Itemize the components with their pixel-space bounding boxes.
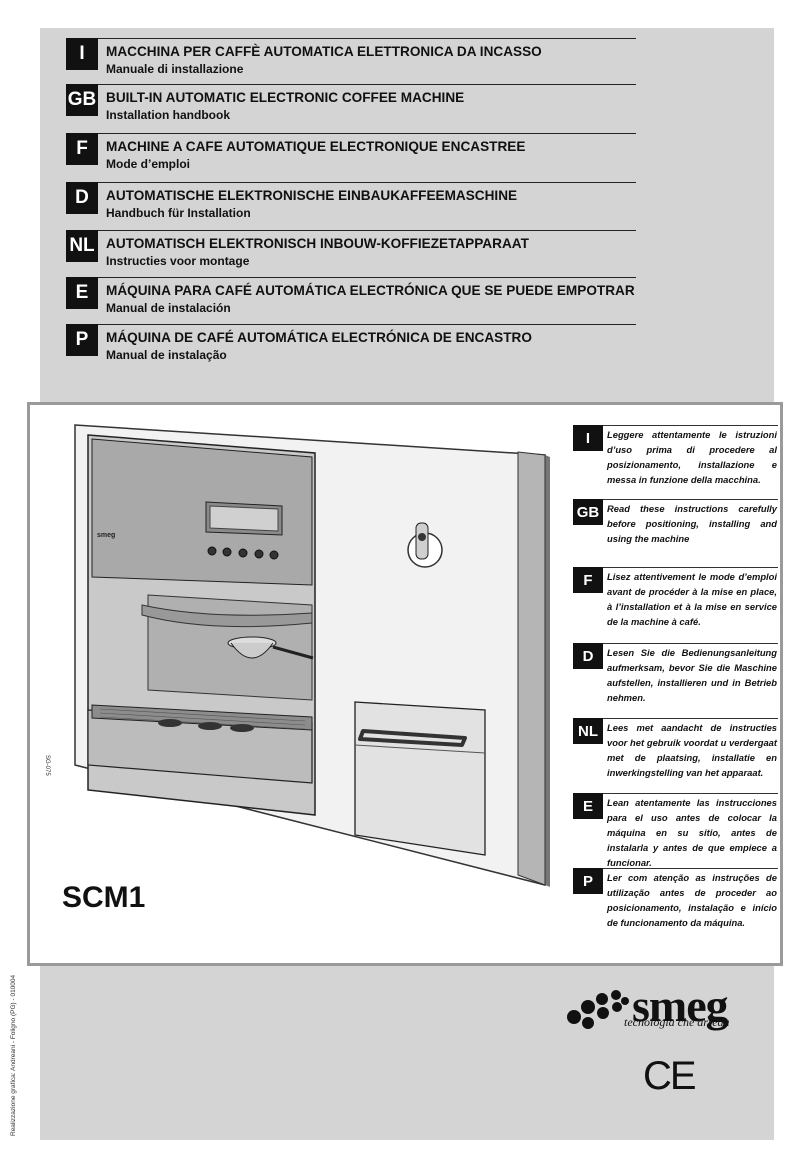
divider [603,793,778,794]
logo-dots-icon [567,990,629,1029]
lang-badge: GB [66,84,98,116]
smeg-logo: smeg tecnologia che arreda [562,980,772,1035]
divider [603,499,778,500]
lang-title: MACHINE A CAFE AUTOMATIQUE ELECTRONIQUE … [106,139,526,154]
instruction-text: Lees met aandacht de instructies voor he… [607,722,777,778]
instruction-text: Leggere attentamente le istruzioni d’uso… [607,429,777,485]
lang-badge: NL [66,230,98,262]
print-credit: Realizzazione grafica: Andreani - Folign… [10,974,17,1136]
lang-badge: F [573,567,603,593]
lang-badge: D [66,182,98,214]
lang-subtitle: Installation handbook [106,108,231,122]
lang-subtitle: Mode d’emploi [106,157,190,171]
ce-mark: CE [643,1054,697,1098]
divider [603,425,778,426]
divider [98,182,636,183]
coffee-machine-illustration: smeg [74,424,550,887]
drawing-code: SG-075 [44,755,50,776]
instruction-text: Lisez attentivement le mode d’emploi ava… [607,571,777,627]
instruction-text: Lean atentamente las instrucciones para … [607,797,777,868]
lang-badge: E [66,277,98,309]
lang-badge: NL [573,718,603,744]
lang-title: MÁQUINA DE CAFÉ AUTOMÁTICA ELECTRÓNICA D… [106,330,532,345]
lang-badge: F [66,133,98,165]
lang-subtitle: Manuale di installazione [106,62,244,76]
divider [603,718,778,719]
lang-title: AUTOMATISCH ELEKTRONISCH INBOUW-KOFFIEZE… [106,236,529,251]
instruction-text: Lesen Sie die Bedienungsanleitung aufmer… [607,647,777,703]
divider [98,277,636,278]
logo-tagline: tecnologia che arreda [624,1015,730,1029]
machine-brand-label: smeg [97,532,115,539]
lang-subtitle: Manual de instalação [106,348,227,362]
lang-subtitle: Manual de instalación [106,301,231,315]
lang-title: AUTOMATISCHE ELEKTRONISCHE EINBAUKAFFEEM… [106,188,518,203]
lang-badge: P [66,324,98,356]
divider [98,133,636,134]
lang-badge: P [573,868,603,894]
divider [98,84,636,85]
model-name: SCM1 [62,881,146,914]
lang-subtitle: Instructies voor montage [106,254,250,268]
illustration-panel: smeg SG-075 SCM1 I Leggere attentamen [27,402,783,966]
lang-badge: I [573,425,603,451]
lang-badge: I [66,38,98,70]
divider [603,643,778,644]
lang-badge: E [573,793,603,819]
divider [98,230,636,231]
instruction-text: Ler com atenção as instruções de utiliza… [607,872,777,928]
lang-title: BUILT-IN AUTOMATIC ELECTRONIC COFFEE MAC… [106,90,465,105]
instruction-text: Read these instructions carefully before… [607,503,777,544]
logo-wordmark: smeg [632,980,729,1031]
lang-badge: D [573,643,603,669]
divider [603,868,778,869]
divider [603,567,778,568]
lang-title: MACCHINA PER CAFFÈ AUTOMATICA ELETTRONIC… [106,44,542,59]
divider [98,38,636,39]
lang-subtitle: Handbuch für Installation [106,206,251,220]
lang-title: MÁQUINA PARA CAFÉ AUTOMÁTICA ELECTRÓNICA… [106,283,635,298]
divider [98,324,636,325]
lang-badge: GB [573,499,603,525]
